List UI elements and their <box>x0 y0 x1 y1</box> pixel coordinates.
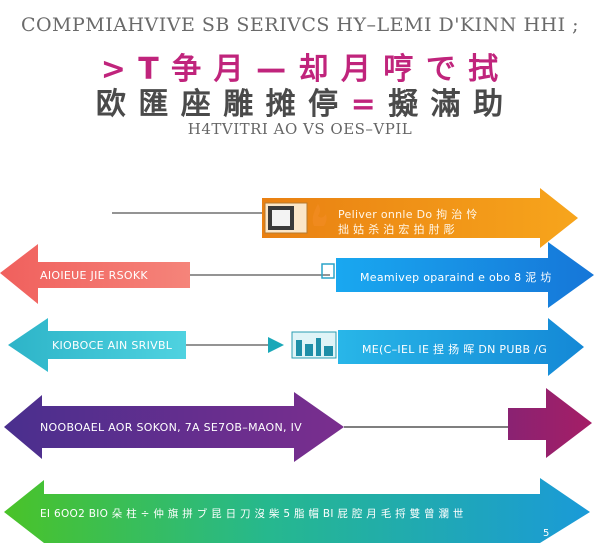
flame-icon <box>312 204 327 226</box>
connector-arrowhead-3 <box>268 337 284 353</box>
small-box-icon <box>321 263 335 279</box>
factory-icon <box>291 331 337 359</box>
header-subtitle: H4TVITRI AO VS OES–VPIL <box>187 120 413 138</box>
arrow-4-left-label: NOOBOAEL AOR SOKON, 7A SE7OB–MAON, IV <box>40 421 302 434</box>
header-title-line3: 欧 匯 座 雕 摊 停 = 擬 滿 助 <box>0 79 600 123</box>
arrow-3-left <box>8 318 186 372</box>
header-title-line3-main: 欧 匯 座 雕 摊 停 <box>95 87 340 122</box>
arrow-1-label-line2: 拙 姑 杀 泊 宏 拍 肘 彫 <box>338 223 455 236</box>
header-title-line1: COMPMIAHVIVE SB SERIVCS HY–LEMI D'KINN H… <box>20 14 580 36</box>
arrow-1-label-line1: Peliver onnle Do 拘 治 怜 <box>338 208 478 221</box>
header-title-line3-tail: 擬 滿 助 <box>388 87 505 122</box>
arrow-3-right-label: ME(C–IEL IE 捏 扬 晖 DN PUBB /G <box>362 343 548 356</box>
arrow-2-right-label: Meamivep oparaind e obo 8 泥 坊 <box>360 271 552 284</box>
arrow-2-left-label: AIOIEUE JIE RSOKK <box>40 269 148 282</box>
arrow-3-left-label: KIOBOCE AIN SRIVBL <box>52 339 173 352</box>
header-title-line2: > T 争 月 — 却 月 哼 で 拭 <box>100 52 500 87</box>
arrow-4-left <box>4 392 344 462</box>
arrow-3-right <box>338 318 584 376</box>
arrow-2-right <box>336 242 594 308</box>
arrow-1 <box>262 188 578 248</box>
header-title-line3-accent: = <box>350 87 377 122</box>
arrow-5 <box>4 478 590 543</box>
arrow-2-left <box>0 244 190 304</box>
arrow-5-label: EI 6OO2 BIO 朵 柱 ÷ 仲 旗 拼 ブ 昆 日 刀 沒 柴 5 脂 … <box>40 508 464 520</box>
arrow-5-tail-text: 5 <box>543 528 550 539</box>
arrow-4-right <box>508 388 592 458</box>
